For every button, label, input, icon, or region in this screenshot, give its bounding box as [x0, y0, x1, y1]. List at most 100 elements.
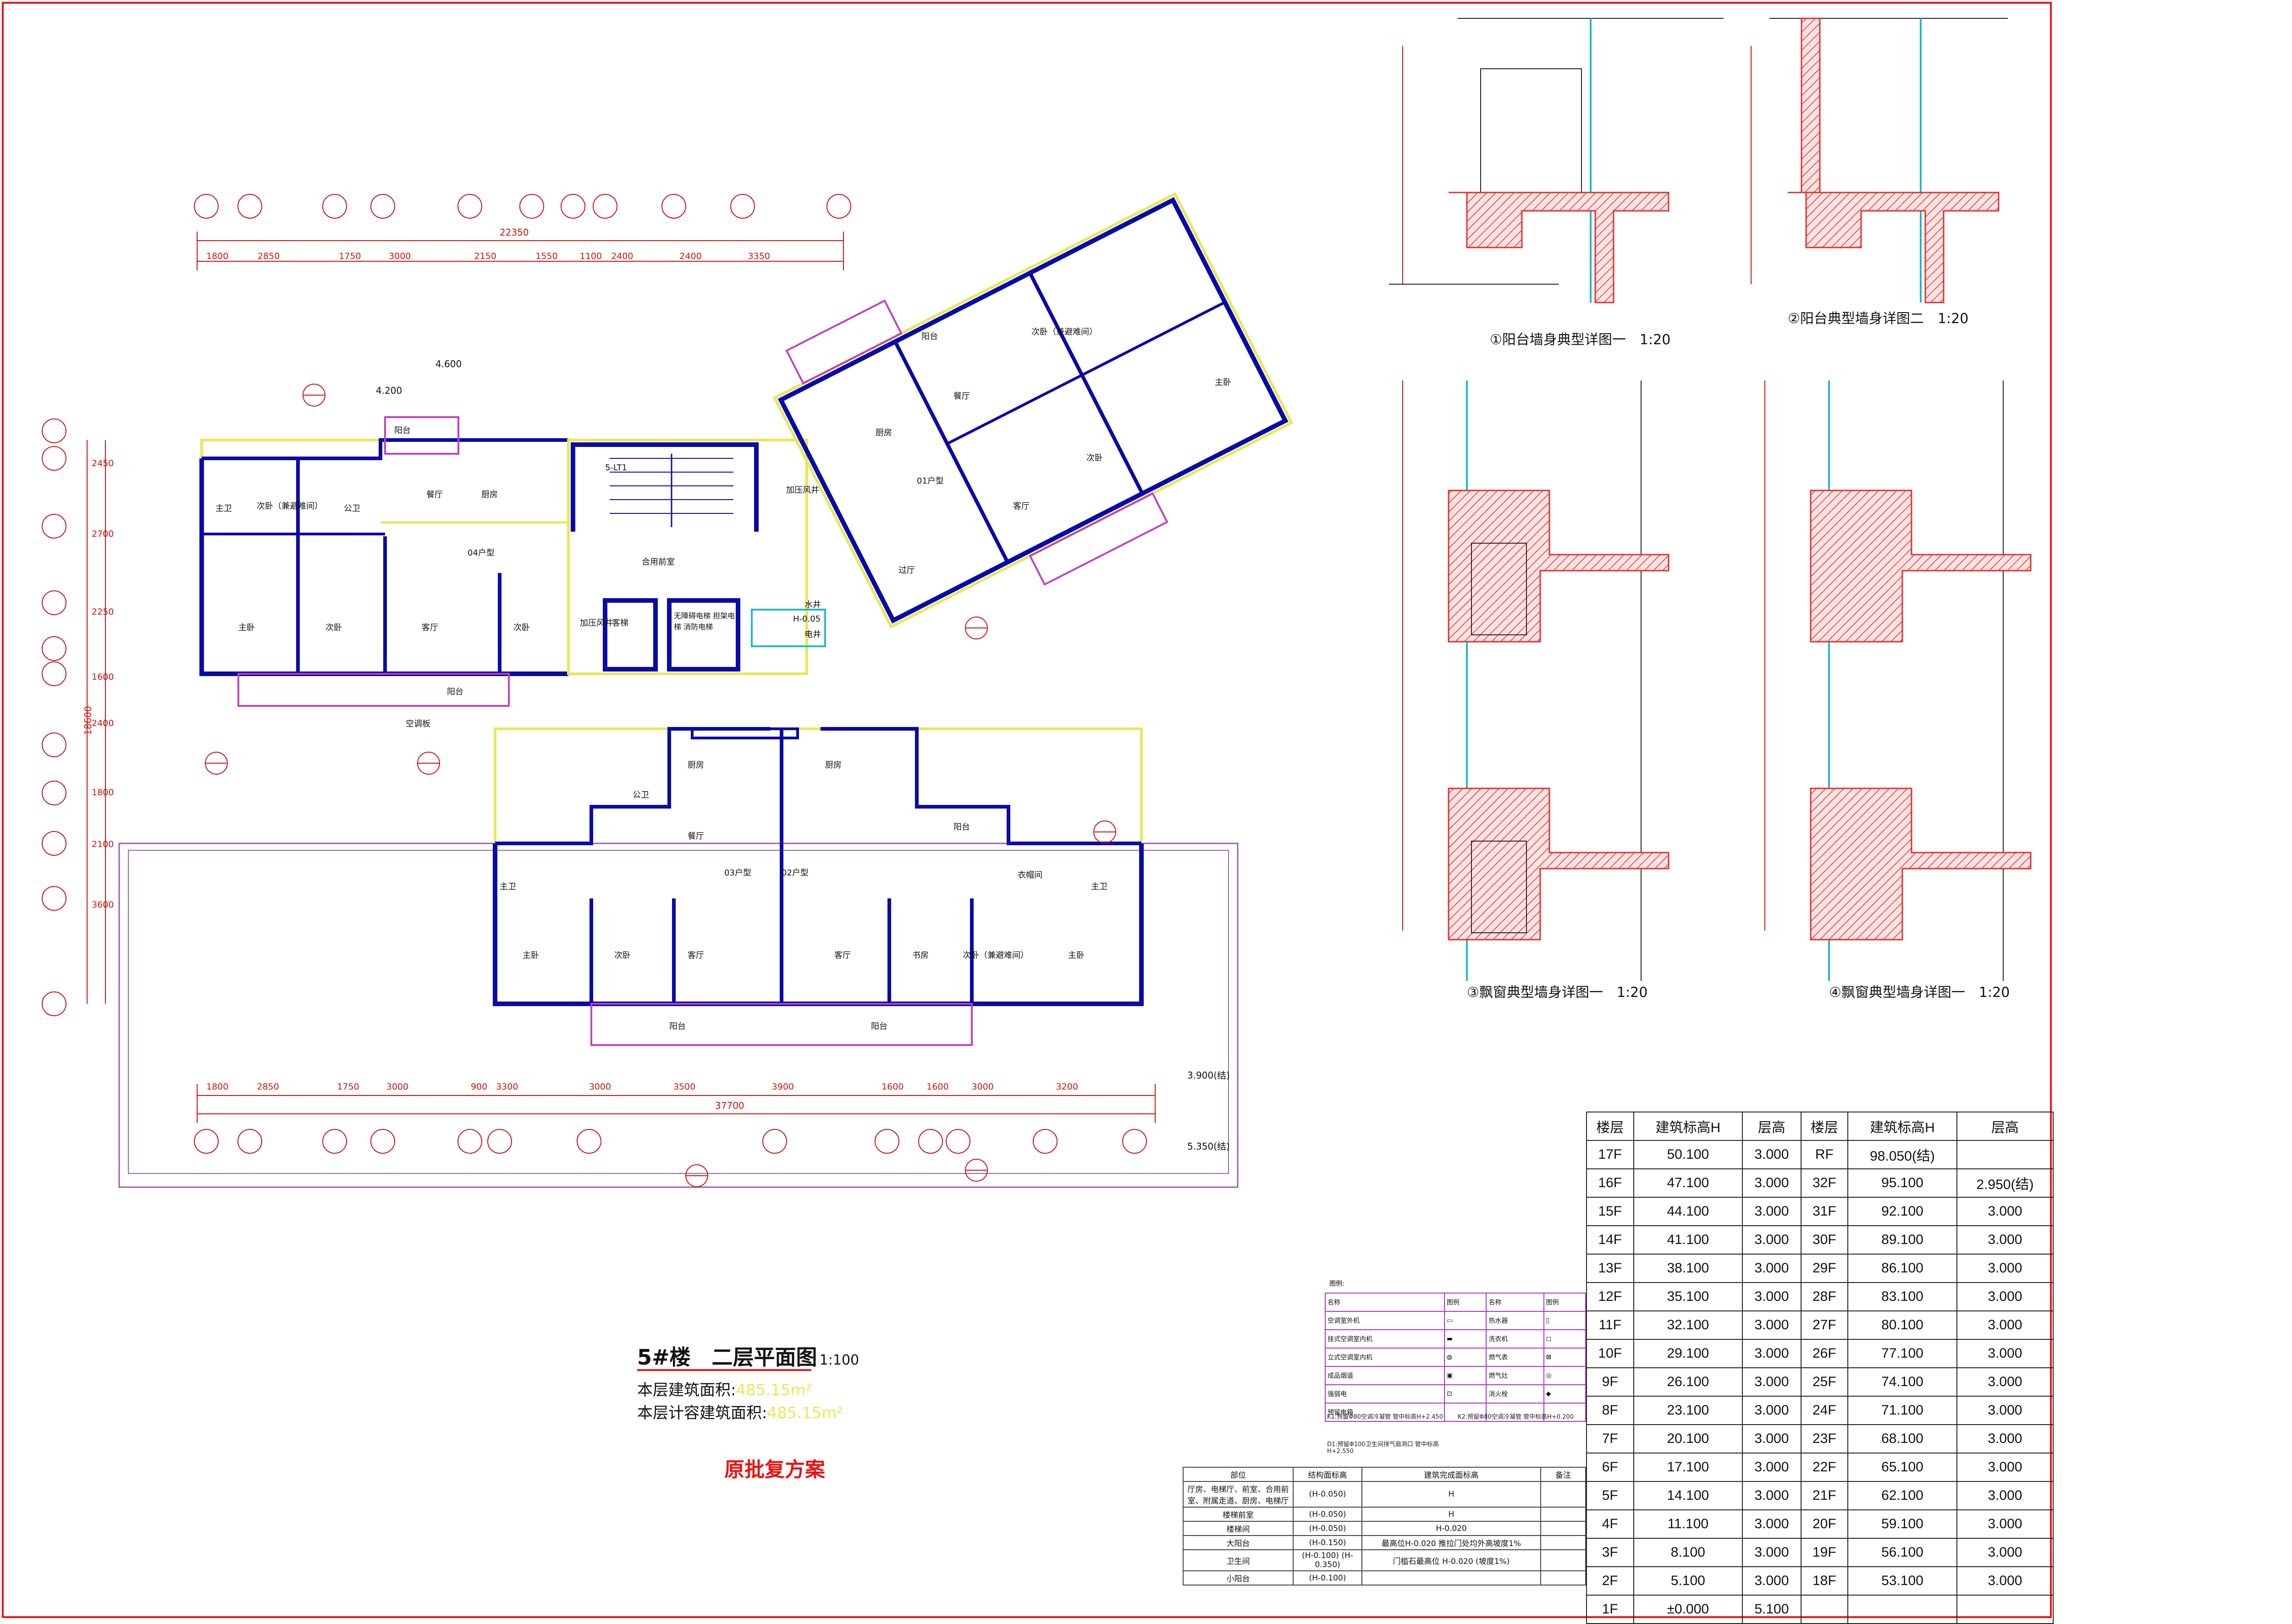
- detail-4-title-text: ④飘窗典型墙身详图一: [1829, 985, 1965, 1001]
- level-cell: [1361, 1570, 1541, 1585]
- floor-cell: 13F: [1586, 1254, 1634, 1283]
- floor-cell: 20.100: [1633, 1424, 1743, 1453]
- top-total-dim: 22350: [500, 227, 529, 238]
- floor-cell: 56.100: [1847, 1538, 1957, 1567]
- legend-note-3: D1:预留Φ100卫生间排气扇洞口 管中标高H+2.550: [1327, 1441, 1439, 1455]
- room-label-elec: 电井: [804, 630, 821, 639]
- floor-cell: 3.000: [1742, 1168, 1802, 1198]
- level-header-row: 部位 结构面标高 建筑完成面标高 备注: [1183, 1467, 1586, 1482]
- room-label-master-03: 主卧: [523, 951, 539, 960]
- detail-3-title: ③飘窗典型墙身详图一 1:20: [1467, 981, 1647, 1001]
- left-dim: 1600: [92, 672, 114, 682]
- floor-cell: 3.000: [1742, 1481, 1802, 1510]
- floor-cell: 17.100: [1633, 1453, 1743, 1482]
- level-cell: H: [1361, 1481, 1541, 1508]
- room-label-study-02: 书房: [912, 951, 929, 960]
- section-markers: [205, 384, 1116, 1187]
- room-label-living: 客厅: [422, 623, 438, 633]
- unit-label-04: 04户型: [468, 548, 495, 558]
- floor-cell: 3.000: [1956, 1538, 2054, 1567]
- gas-stove-icon: ◎: [1543, 1366, 1587, 1385]
- legend-row: 成品烟道▣燃气灶◎: [1325, 1366, 1587, 1385]
- floor-cell: 3.000: [1956, 1339, 2054, 1368]
- legend-row: 强弱电⊡消火栓◆: [1325, 1384, 1587, 1404]
- floor-cell: 3.000: [1956, 1396, 2054, 1425]
- elevation-1: 3.900(结): [1187, 1070, 1230, 1081]
- floor-cell: 3.000: [1742, 1225, 1802, 1255]
- detail-4-title: ④飘窗典型墙身详图一 1:20: [1829, 981, 2010, 1001]
- elevation-2: 5.350(结): [1187, 1141, 1230, 1152]
- bottom-dim: 3500: [673, 1082, 696, 1092]
- left-dim: 3600: [92, 900, 114, 910]
- floor-cell: 3.000: [1742, 1197, 1802, 1226]
- ac-wall-icon: ▬: [1444, 1329, 1487, 1349]
- floor-header: 层高: [1742, 1112, 1802, 1141]
- floor-cell: 3.000: [1742, 1424, 1802, 1453]
- legend-cell: 预留电箱: [1325, 1403, 1445, 1422]
- ac-outdoor-icon: ▭: [1444, 1311, 1487, 1330]
- detail-2-scale: 1:20: [1937, 311, 1969, 327]
- room-label-master: 主卧: [238, 623, 255, 633]
- level-header: 部位: [1183, 1467, 1294, 1482]
- floor-cell: 3.000: [1742, 1566, 1802, 1596]
- floor-cell: 3.000: [1956, 1197, 2054, 1226]
- drawing-scale: 1:100: [819, 1352, 860, 1368]
- floor-area-line: 本层建筑面积:485.15m²: [637, 1377, 812, 1400]
- floor-cell: 3.000: [1742, 1509, 1802, 1539]
- bottom-dim: 1600: [882, 1082, 904, 1092]
- unit-03-02-walls: [493, 727, 1144, 1046]
- floor-cell: 4F: [1586, 1509, 1634, 1539]
- legend-header: 名称: [1486, 1293, 1544, 1312]
- floor-cell: 14.100: [1633, 1481, 1743, 1510]
- floor-cell: 3.000: [1956, 1481, 2054, 1510]
- room-label-kitchen-02: 厨房: [825, 760, 842, 770]
- level-cell: 厅房、电梯厅、前室、合用前室、附属走道、厨房、电梯厅: [1183, 1481, 1294, 1508]
- bottom-dim: 3300: [496, 1082, 518, 1092]
- floor-cell: 38.100: [1633, 1254, 1743, 1283]
- floor-cell: [1847, 1595, 1957, 1624]
- floor-cell: 32.100: [1633, 1310, 1743, 1340]
- level-table: 部位 结构面标高 建筑完成面标高 备注 厅房、电梯厅、前室、合用前室、附属走道、…: [1183, 1467, 1586, 1585]
- top-dim: 1550: [535, 251, 558, 261]
- bottom-dim: 1750: [337, 1082, 359, 1092]
- floor-cell: 26F: [1800, 1339, 1849, 1368]
- level-row: 大阳台(H-0.150)最高位H-0.020 推拉门处均外高坡度1%: [1183, 1535, 1586, 1550]
- floor-cell: 15F: [1586, 1197, 1634, 1226]
- legend-cell: 挂式空调室内机: [1325, 1329, 1445, 1349]
- level-cell: 门槛石最高位 H-0.020 (坡度1%): [1361, 1549, 1541, 1571]
- floor-cell: 16F: [1586, 1168, 1634, 1198]
- room-label-second: 次卧: [325, 623, 342, 633]
- floor-header: 建筑标高H: [1633, 1112, 1743, 1141]
- legend-cell: 强弱电: [1325, 1384, 1445, 1404]
- floor-cell: 89.100: [1847, 1225, 1957, 1255]
- floor-cell: 17F: [1586, 1140, 1634, 1169]
- detail-3-drawing: [1402, 380, 1669, 981]
- podium-outline: [118, 842, 1239, 1188]
- level-cell: [1540, 1570, 1586, 1585]
- floor-cell: 24F: [1800, 1396, 1849, 1425]
- level-cell: 楼梯间: [1183, 1521, 1294, 1536]
- legend-row: 挂式空调室内机▬洗衣机◻: [1325, 1329, 1587, 1349]
- floor-header: 楼层: [1800, 1112, 1849, 1141]
- level-cell: 大阳台: [1183, 1535, 1294, 1550]
- top-dimension-lines: [197, 231, 844, 270]
- floor-cell: 9F: [1586, 1367, 1634, 1397]
- floor-cell: ±0.000: [1633, 1595, 1743, 1624]
- floor-cell: 41.100: [1633, 1225, 1743, 1255]
- washer-icon: ◻: [1543, 1329, 1587, 1349]
- floor-cell: 95.100: [1847, 1168, 1957, 1198]
- floor-cell: 77.100: [1847, 1339, 1957, 1368]
- room-label-water: 水井: [804, 600, 821, 610]
- floor-cell: 3.000: [1742, 1367, 1802, 1397]
- floor-cell: 8F: [1586, 1396, 1634, 1425]
- floor-cell: 14F: [1586, 1225, 1634, 1255]
- power-icon: ⊡: [1444, 1384, 1487, 1404]
- floor-cell: 11F: [1586, 1310, 1634, 1340]
- core-walls: [567, 439, 826, 675]
- level-cell: [1540, 1481, 1586, 1508]
- room-label-cloak-02: 衣帽间: [1018, 870, 1042, 880]
